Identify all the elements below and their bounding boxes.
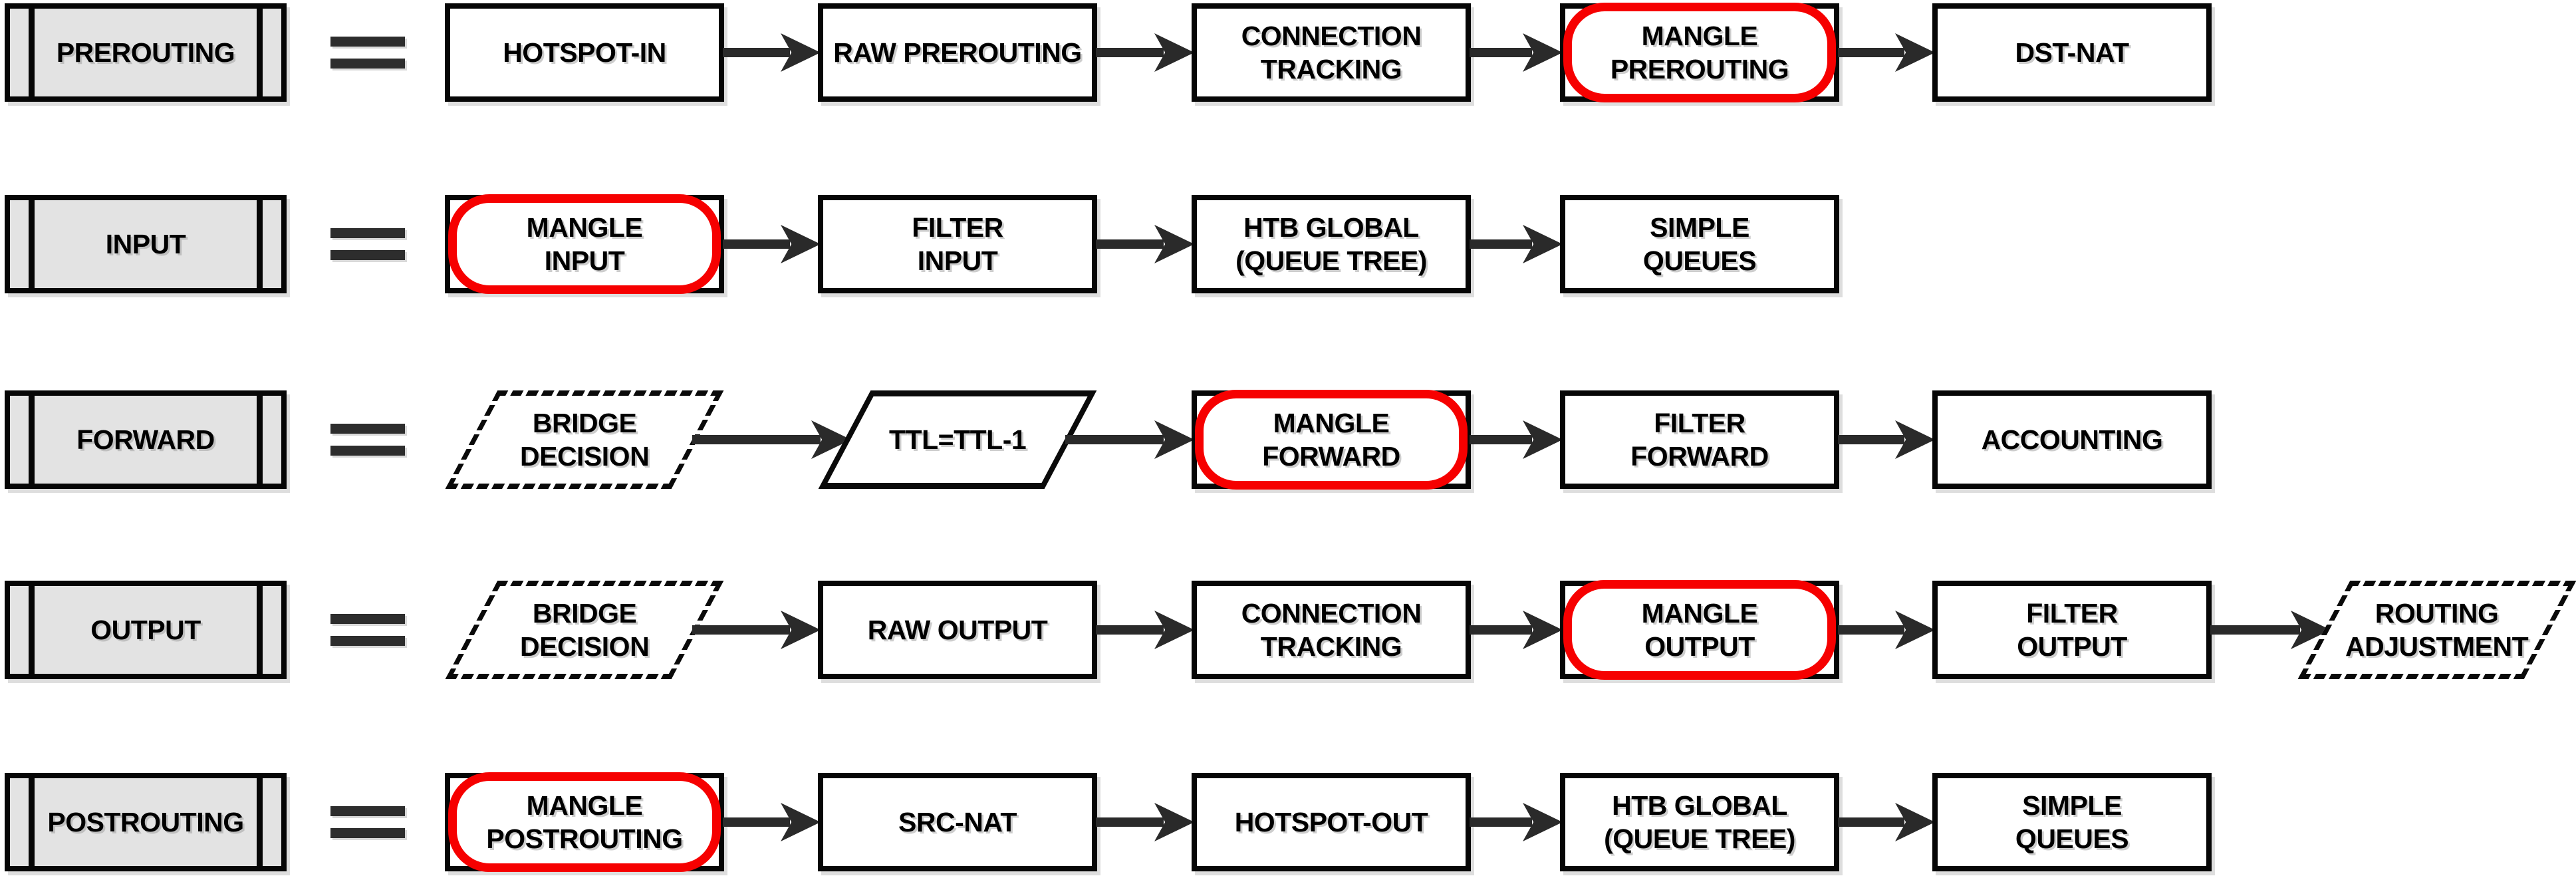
arrow-icon xyxy=(1470,3,1561,102)
node-label: FILTER INPUT xyxy=(912,212,1003,276)
chain-label-text: POSTROUTING xyxy=(47,806,244,837)
node-htb-global-queue-tree: HTB GLOBAL (QUEUE TREE) xyxy=(1560,773,1839,871)
process-bar-icon xyxy=(29,586,35,674)
node-hotspot-out: HOTSPOT-OUT xyxy=(1192,773,1471,871)
node-hotspot-in: HOTSPOT-IN xyxy=(445,3,724,102)
node-mangle-input: MANGLE INPUT xyxy=(445,194,724,294)
equals-icon xyxy=(330,3,405,102)
arrow-icon xyxy=(1065,390,1193,489)
node-label: TTL=TTL-1 xyxy=(888,424,1027,455)
node-connection-tracking: CONNECTION TRACKING xyxy=(1192,3,1471,102)
arrow-icon xyxy=(1838,581,1934,679)
node-label: SIMPLE QUEUES xyxy=(1642,212,1757,276)
process-bar-icon xyxy=(257,586,263,674)
chain-label-prerouting: PREROUTING xyxy=(5,3,287,102)
node-label: BRIDGE DECISION xyxy=(519,597,650,662)
node-label: HOTSPOT-OUT xyxy=(1234,806,1428,837)
node-label: HTB GLOBAL (QUEUE TREE) xyxy=(1604,790,1795,854)
node-simple-queues: SIMPLE QUEUES xyxy=(1560,195,1839,293)
parallelogram-shape: BRIDGE DECISION xyxy=(445,581,724,679)
node-raw-output: RAW OUTPUT xyxy=(818,581,1097,679)
node-label: RAW OUTPUT xyxy=(867,614,1048,645)
equals-icon xyxy=(330,390,405,489)
node-label: HOTSPOT-IN xyxy=(503,37,666,68)
node-label: BRIDGE DECISION xyxy=(519,407,650,472)
process-bar-icon xyxy=(29,200,35,288)
node-label: FILTER FORWARD xyxy=(1630,407,1769,472)
process-bar-icon xyxy=(29,778,35,866)
arrow-icon xyxy=(723,195,819,293)
process-bar-icon xyxy=(257,9,263,96)
node-label: MANGLE POSTROUTING xyxy=(486,790,683,854)
chain-label-output: OUTPUT xyxy=(5,581,287,679)
node-label: ROUTING ADJUSTMENT xyxy=(2345,597,2529,662)
node-mangle-postrouting: MANGLE POSTROUTING xyxy=(445,772,724,872)
chain-label-text: INPUT xyxy=(105,228,186,259)
node-label: FILTER OUTPUT xyxy=(2017,597,2127,662)
node-bridge-decision: BRIDGE DECISION xyxy=(445,581,724,679)
arrow-icon xyxy=(1470,390,1561,489)
arrow-icon xyxy=(1096,581,1193,679)
arrow-icon xyxy=(692,390,850,489)
node-simple-queues: SIMPLE QUEUES xyxy=(1932,773,2212,871)
chain-label-text: PREROUTING xyxy=(56,37,235,68)
chain-label-text: OUTPUT xyxy=(90,614,201,645)
arrow-icon xyxy=(1470,581,1561,679)
node-label: RAW PREROUTING xyxy=(833,37,1082,68)
parallelogram-shape: TTL=TTL-1 xyxy=(818,390,1097,489)
arrow-icon xyxy=(1096,3,1193,102)
node-label: SRC-NAT xyxy=(898,806,1017,837)
node-filter-output: FILTER OUTPUT xyxy=(1932,581,2212,679)
node-label: MANGLE INPUT xyxy=(526,212,643,276)
node-label: MANGLE PREROUTING xyxy=(1610,20,1789,84)
chain-label-forward: FORWARD xyxy=(5,390,287,489)
node-mangle-prerouting: MANGLE PREROUTING xyxy=(1560,3,1839,102)
process-bar-icon xyxy=(257,778,263,866)
equals-icon xyxy=(330,773,405,871)
node-label: SIMPLE QUEUES xyxy=(2015,790,2129,854)
arrow-icon xyxy=(1470,773,1561,871)
node-dst-nat: DST-NAT xyxy=(1932,3,2212,102)
chain-label-postrouting: POSTROUTING xyxy=(5,773,287,871)
equals-icon xyxy=(330,581,405,679)
node-htb-global-queue-tree: HTB GLOBAL (QUEUE TREE) xyxy=(1192,195,1471,293)
arrow-icon xyxy=(1096,773,1193,871)
process-bar-icon xyxy=(29,9,35,96)
node-label: HTB GLOBAL (QUEUE TREE) xyxy=(1235,212,1427,276)
equals-icon xyxy=(330,195,405,293)
process-bar-icon xyxy=(257,200,263,288)
node-filter-forward: FILTER FORWARD xyxy=(1560,390,1839,489)
node-label: CONNECTION TRACKING xyxy=(1241,597,1422,662)
node-label: ACCOUNTING xyxy=(1981,424,2163,455)
arrow-icon xyxy=(1470,195,1561,293)
node-label: DST-NAT xyxy=(2015,37,2129,68)
node-mangle-output: MANGLE OUTPUT xyxy=(1560,580,1839,680)
node-label: CONNECTION TRACKING xyxy=(1241,20,1422,84)
arrow-icon xyxy=(723,3,819,102)
arrow-icon xyxy=(692,581,819,679)
node-routing-adjustment: ROUTING ADJUSTMENT xyxy=(2297,581,2576,679)
chain-label-text: FORWARD xyxy=(76,424,215,455)
node-label: MANGLE FORWARD xyxy=(1262,407,1400,472)
parallelogram-shape: BRIDGE DECISION xyxy=(445,390,724,489)
arrow-icon xyxy=(723,773,819,871)
node-mangle-forward: MANGLE FORWARD xyxy=(1192,390,1471,490)
process-bar-icon xyxy=(257,396,263,484)
node-raw-prerouting: RAW PREROUTING xyxy=(818,3,1097,102)
node-filter-input: FILTER INPUT xyxy=(818,195,1097,293)
arrow-icon xyxy=(1096,195,1193,293)
node-ttl-ttl-1: TTL=TTL-1 xyxy=(818,390,1097,489)
arrow-icon xyxy=(2210,581,2329,679)
node-connection-tracking: CONNECTION TRACKING xyxy=(1192,581,1471,679)
chain-label-input: INPUT xyxy=(5,195,287,293)
arrow-icon xyxy=(1838,773,1934,871)
arrow-icon xyxy=(1838,3,1934,102)
parallelogram-shape: ROUTING ADJUSTMENT xyxy=(2297,581,2576,679)
node-accounting: ACCOUNTING xyxy=(1932,390,2212,489)
arrow-icon xyxy=(1838,390,1934,489)
node-src-nat: SRC-NAT xyxy=(818,773,1097,871)
process-bar-icon xyxy=(29,396,35,484)
node-bridge-decision: BRIDGE DECISION xyxy=(445,390,724,489)
node-label: MANGLE OUTPUT xyxy=(1641,597,1758,662)
